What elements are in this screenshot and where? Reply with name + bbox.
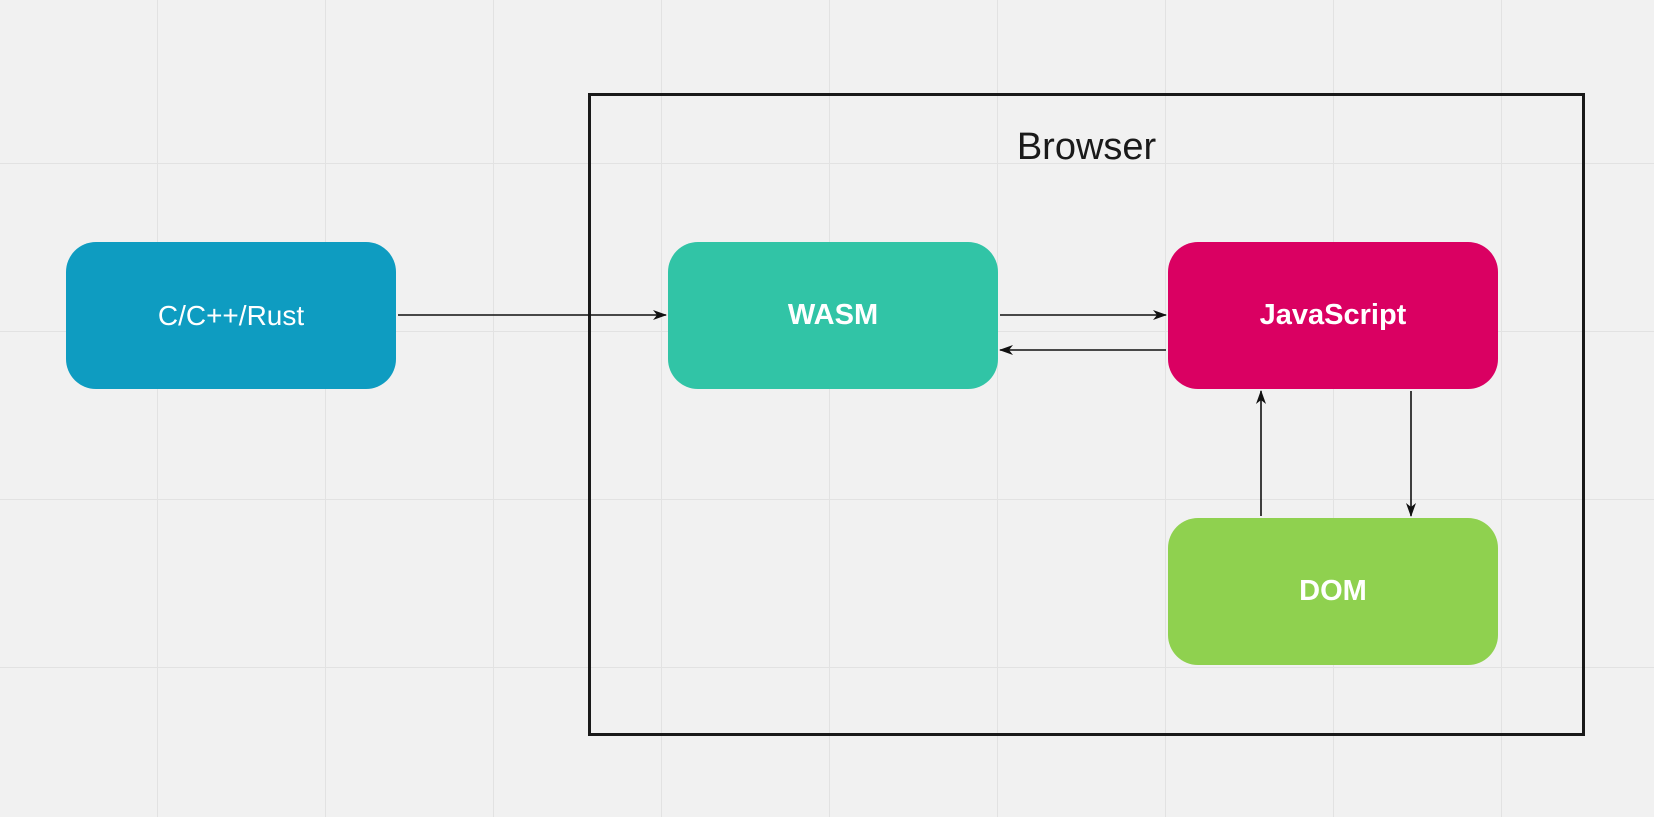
node-source-languages-label: C/C++/Rust [157,299,305,331]
browser-container: Browser [588,93,1585,736]
node-javascript-label: JavaScript [1259,299,1407,331]
browser-label: Browser [1016,126,1157,168]
node-dom-label: DOM [1299,575,1367,607]
node-dom[interactable]: DOM [1168,518,1498,665]
node-source-languages[interactable]: C/C++/Rust [66,242,396,389]
node-wasm[interactable]: WASM [668,242,998,389]
node-javascript[interactable]: JavaScript [1168,242,1498,389]
node-wasm-label: WASM [787,299,879,331]
